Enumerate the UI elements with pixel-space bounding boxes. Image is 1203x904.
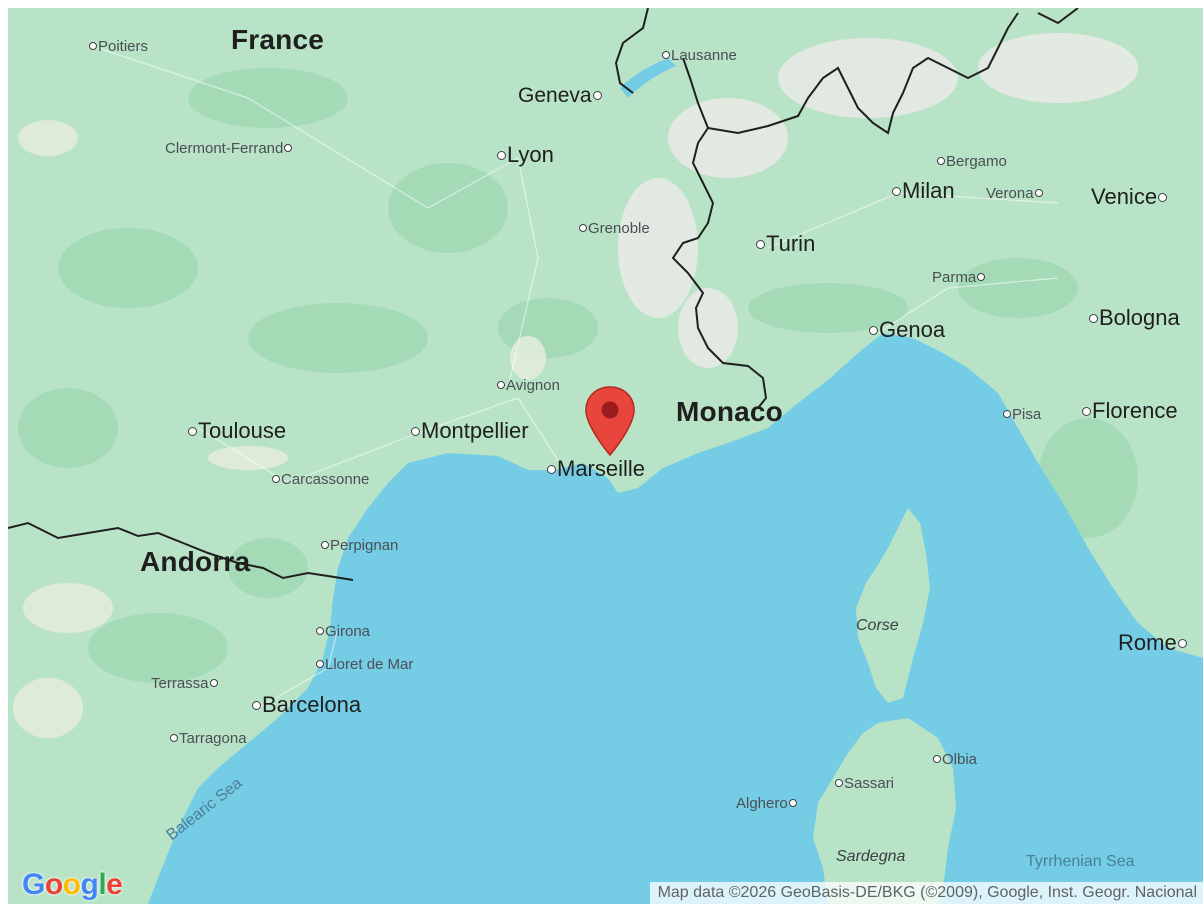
logo-letter: o bbox=[62, 868, 81, 901]
map-canvas[interactable]: France Monaco Andorra Poitiers Lausanne … bbox=[8, 8, 1203, 904]
country-label-monaco: Monaco bbox=[676, 396, 783, 427]
logo-letter: e bbox=[106, 868, 123, 901]
city-label-turin: Turin bbox=[755, 233, 815, 255]
city-label-tarragona: Tarragona bbox=[169, 731, 247, 746]
city-label-perpignan: Perpignan bbox=[320, 538, 398, 553]
city-label-barcelona: Barcelona bbox=[251, 694, 361, 716]
city-label-marseille: Marseille bbox=[546, 458, 645, 480]
city-dot-icon bbox=[547, 464, 556, 474]
city-label-venice: Venice bbox=[1091, 186, 1168, 208]
city-dot-icon bbox=[592, 90, 602, 100]
country-label-andorra: Andorra bbox=[140, 546, 251, 577]
city-label-grenoble: Grenoble bbox=[578, 221, 650, 236]
city-dot-icon bbox=[1089, 313, 1098, 323]
city-dot-icon bbox=[937, 157, 945, 166]
city-label-lloret-de-mar: Lloret de Mar bbox=[315, 657, 413, 672]
island-label-corse: Corse bbox=[856, 617, 899, 634]
city-dot-icon bbox=[272, 475, 280, 484]
logo-letter: G bbox=[22, 868, 45, 901]
city-label-pisa: Pisa bbox=[1002, 407, 1041, 422]
city-dot-icon bbox=[252, 700, 261, 710]
logo-letter: l bbox=[98, 868, 107, 901]
city-label-montpellier: Montpellier bbox=[410, 420, 529, 442]
city-dot-icon bbox=[497, 381, 505, 390]
city-dot-icon bbox=[662, 51, 670, 60]
city-label-milan: Milan bbox=[891, 180, 955, 202]
city-dot-icon bbox=[756, 239, 765, 249]
city-dot-icon bbox=[321, 541, 329, 550]
city-label-genoa: Genoa bbox=[868, 319, 945, 341]
map-pin-icon[interactable] bbox=[584, 385, 636, 457]
city-dot-icon bbox=[892, 186, 901, 196]
city-dot-icon bbox=[977, 273, 986, 282]
city-label-carcassonne: Carcassonne bbox=[271, 472, 369, 487]
city-label-lausanne: Lausanne bbox=[661, 48, 737, 63]
city-label-poitiers: Poitiers bbox=[88, 39, 148, 54]
city-dot-icon bbox=[411, 426, 420, 436]
city-label-lyon: Lyon bbox=[496, 144, 554, 166]
city-dot-icon bbox=[1082, 406, 1091, 416]
city-label-florence: Florence bbox=[1081, 400, 1178, 422]
city-label-alghero: Alghero bbox=[736, 796, 798, 811]
city-dot-icon bbox=[579, 224, 587, 233]
city-dot-icon bbox=[316, 660, 324, 669]
city-label-avignon: Avignon bbox=[496, 378, 560, 393]
city-dot-icon bbox=[1034, 189, 1043, 198]
country-label-france: France bbox=[231, 24, 325, 55]
city-label-rome: Rome bbox=[1118, 632, 1188, 654]
city-label-bologna: Bologna bbox=[1088, 307, 1180, 329]
city-label-clermont-ferrand: Clermont-Ferrand bbox=[165, 141, 293, 156]
city-label-sassari: Sassari bbox=[834, 776, 894, 791]
city-label-bergamo: Bergamo bbox=[936, 154, 1007, 169]
city-label-girona: Girona bbox=[315, 624, 370, 639]
city-label-geneva: Geneva bbox=[518, 85, 603, 106]
map-pin-shape bbox=[585, 386, 635, 457]
city-dot-icon bbox=[933, 755, 941, 764]
city-dot-icon bbox=[316, 627, 324, 636]
city-dot-icon bbox=[869, 325, 878, 335]
logo-letter: g bbox=[80, 868, 99, 901]
city-dot-icon bbox=[1177, 638, 1187, 648]
map-attribution[interactable]: Map data ©2026 GeoBasis-DE/BKG (©2009), … bbox=[649, 882, 1203, 904]
city-label-olbia: Olbia bbox=[932, 752, 977, 767]
city-dot-icon bbox=[835, 779, 843, 788]
city-dot-icon bbox=[209, 679, 218, 688]
map-base-layer bbox=[8, 8, 1203, 904]
city-label-terrassa: Terrassa bbox=[151, 676, 219, 691]
city-dot-icon bbox=[170, 734, 178, 743]
city-label-toulouse: Toulouse bbox=[187, 420, 286, 442]
city-dot-icon bbox=[188, 426, 197, 436]
city-dot-icon bbox=[89, 42, 97, 51]
logo-letter: o bbox=[44, 868, 63, 901]
city-dot-icon bbox=[284, 144, 293, 153]
island-label-sardegna: Sardegna bbox=[836, 848, 906, 865]
google-logo[interactable]: Google bbox=[22, 868, 123, 902]
city-label-verona: Verona bbox=[986, 186, 1044, 201]
sea-label-tyrrhenian-sea: Tyrrhenian Sea bbox=[1026, 853, 1135, 870]
city-dot-icon bbox=[1003, 410, 1011, 419]
city-dot-icon bbox=[497, 150, 506, 160]
city-label-parma: Parma bbox=[932, 270, 986, 285]
city-dot-icon bbox=[1158, 192, 1168, 202]
city-dot-icon bbox=[788, 799, 797, 808]
